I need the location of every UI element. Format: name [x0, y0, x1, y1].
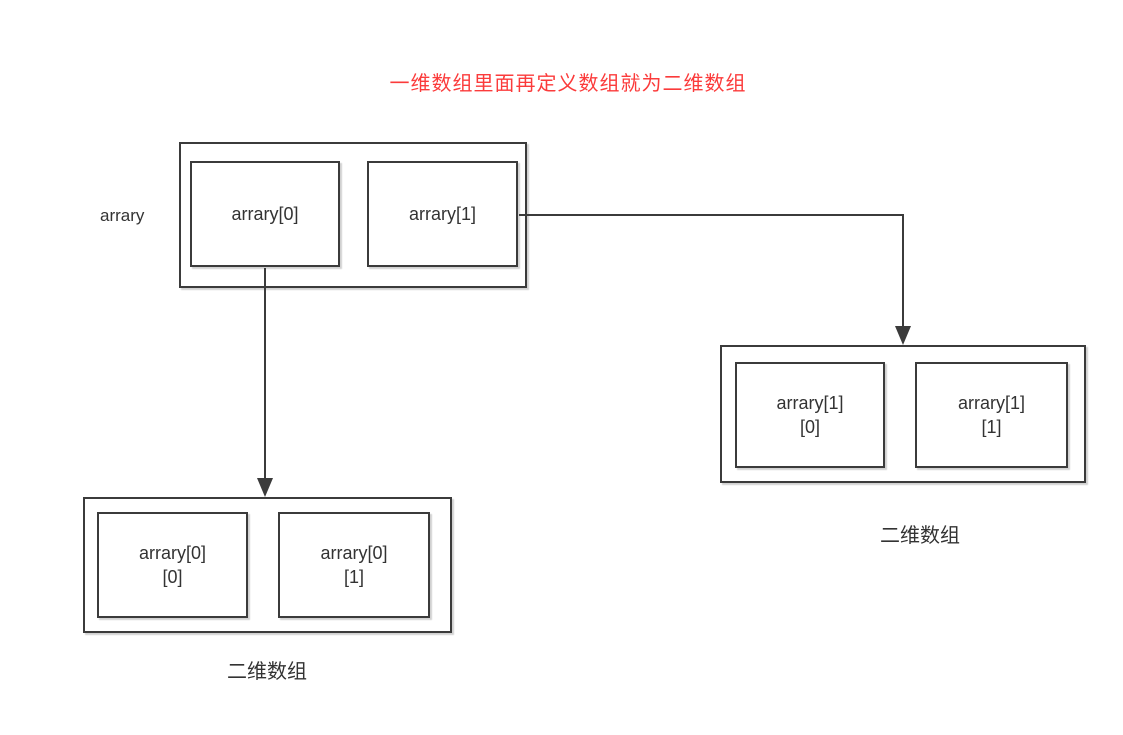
cell-arrary-1-1-line2: [1]	[981, 417, 1002, 437]
cell-arrary-0-1: arrary[0] [1]	[278, 512, 430, 618]
arrow-arrary1-to-right-box	[519, 214, 911, 345]
array-1d-label: arrary	[100, 206, 145, 225]
array-2d-left-caption: 二维数组	[227, 661, 307, 683]
arrow-arrary0-to-left-box	[257, 268, 273, 497]
cell-arrary-0-0: arrary[0] [0]	[97, 512, 248, 618]
cell-arrary-1-0-line1: arrary[1]	[776, 393, 844, 413]
cell-arrary-0-0-line2: [0]	[162, 567, 183, 587]
cell-arrary-1-0-line2: [0]	[799, 417, 820, 437]
array-2d-left-box: arrary[0] [0] arrary[0] [1]	[83, 497, 452, 633]
cell-arrary-0-1-line2: [1]	[343, 567, 364, 587]
cell-arrary-0-label: arrary[0]	[231, 204, 299, 224]
array-1d-box: arrary[0] arrary[1]	[179, 142, 527, 288]
diagram-title: 一维数组里面再定义数组就为二维数组	[389, 73, 747, 95]
cell-arrary-1: arrary[1]	[367, 161, 518, 267]
cell-arrary-1-label: arrary[1]	[408, 204, 477, 224]
cell-arrary-1-1-line1: arrary[1]	[957, 393, 1026, 413]
cell-arrary-0: arrary[0]	[190, 161, 340, 267]
cell-arrary-1-0: arrary[1] [0]	[735, 362, 885, 468]
cell-arrary-0-0-line1: arrary[0]	[138, 543, 207, 563]
array-2d-right-caption: 二维数组	[880, 525, 960, 547]
cell-arrary-0-1-line1: arrary[0]	[320, 543, 388, 563]
array-2d-right-box: arrary[1] [0] arrary[1] [1]	[720, 345, 1086, 483]
cell-arrary-1-1: arrary[1] [1]	[915, 362, 1068, 468]
